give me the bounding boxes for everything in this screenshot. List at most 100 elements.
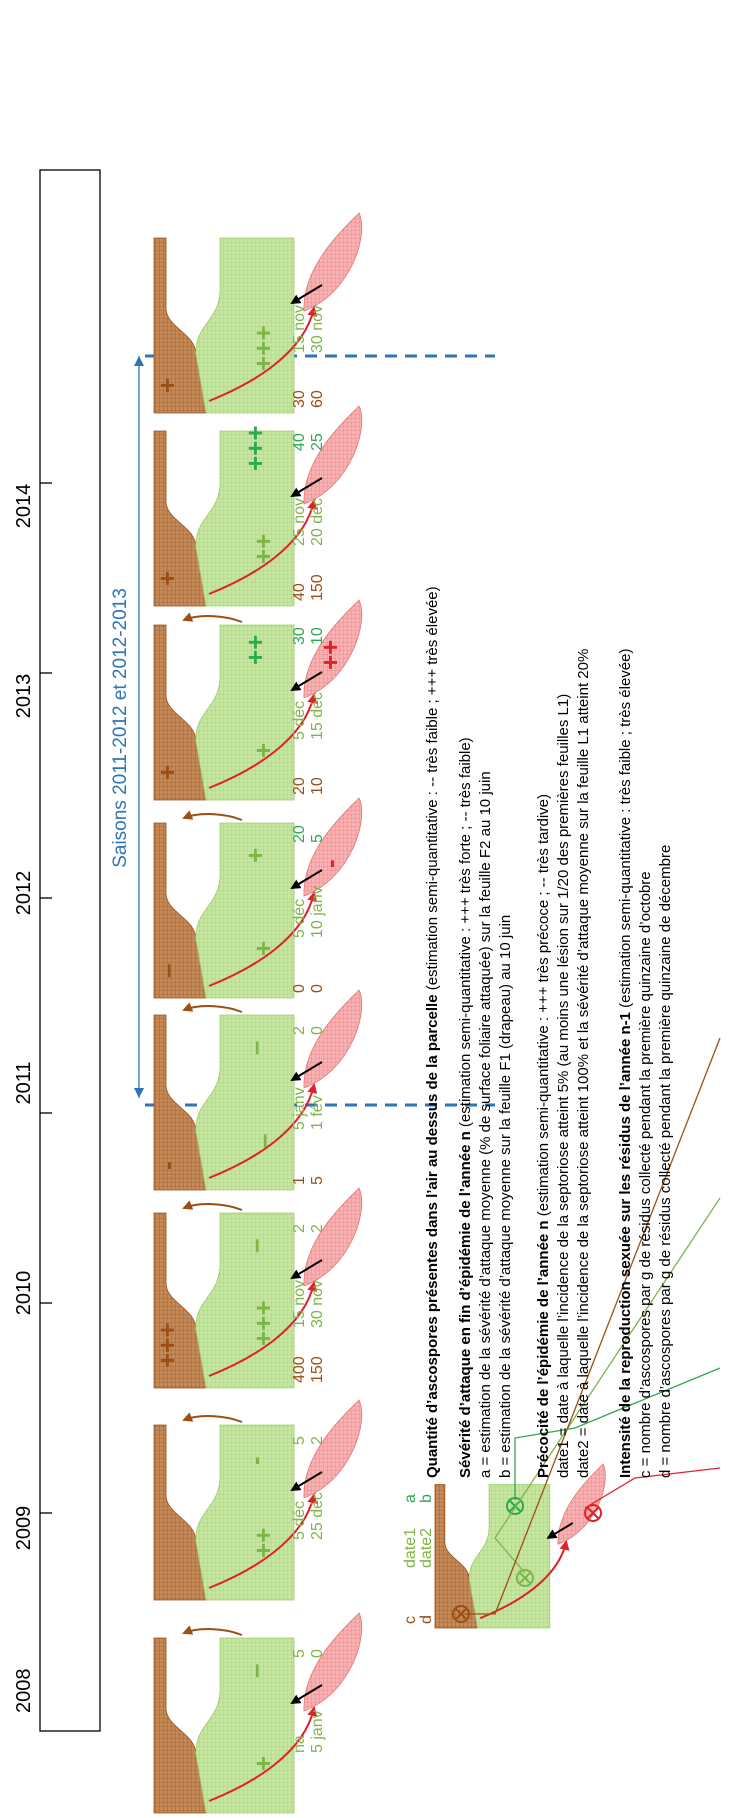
canopy-leaf <box>195 237 295 414</box>
value-d: 150 <box>309 1356 326 1383</box>
value-a: 5 <box>291 1649 308 1658</box>
schema-c: c <box>402 1616 419 1624</box>
value-c: 40 <box>291 583 308 601</box>
marker-icon <box>584 1504 602 1522</box>
legend-text: Quantité d’ascospores présentes dans l’a… <box>424 586 674 1478</box>
black-arrow <box>290 1061 323 1082</box>
black-arrow <box>290 477 323 498</box>
value-a: 40 <box>291 433 308 451</box>
ascospore-cloud <box>303 1612 363 1712</box>
red-arrow <box>208 1493 318 1589</box>
year-label: 2009 <box>13 1506 35 1551</box>
residue-symbol: - <box>152 1161 182 1170</box>
legend-connector <box>514 1367 721 1500</box>
legend-line: date2 = date à laquelle l’incidence de l… <box>575 649 592 1478</box>
value-d: 5 <box>309 1176 326 1185</box>
value-c: 30 <box>291 390 308 408</box>
precocity-symbol: + <box>248 941 278 956</box>
value-d: 10 <box>309 777 326 795</box>
residue-symbol: + <box>152 378 182 393</box>
brown-arrow <box>182 612 243 623</box>
legend-connector <box>584 1467 721 1509</box>
schema-date1: date1 <box>402 1528 419 1568</box>
legend-title-rest: (estimation semi-quantitative : -- très … <box>424 586 441 994</box>
value-a: 5 <box>291 1436 308 1445</box>
value-date1: na <box>291 1735 308 1753</box>
canopy-leaf <box>195 1424 295 1601</box>
black-arrow <box>290 284 323 305</box>
severity-symbol: ++ <box>240 635 270 665</box>
red-arrow <box>208 693 318 789</box>
value-b: 0 <box>309 1026 326 1035</box>
ascospore-cloud <box>303 1399 363 1499</box>
ascospore-cloud <box>303 405 363 505</box>
value-date1: 5 déc <box>291 1501 308 1540</box>
brown-arrow <box>182 1412 243 1423</box>
precocity-symbol: + <box>248 743 278 758</box>
value-date1: 5 déc <box>291 701 308 740</box>
value-c: 1 <box>291 1176 308 1185</box>
seasons-bracket: Saisons 2011-2012 et 2012-2013 <box>110 354 495 1107</box>
red-arrow <box>208 1281 318 1377</box>
red-arrow <box>208 499 318 595</box>
value-a: 2 <box>291 1224 308 1233</box>
precocity-symbol: + <box>248 1756 278 1771</box>
value-a: 30 <box>291 627 308 645</box>
value-date1: 5 déc <box>291 899 308 938</box>
schema-a: a <box>402 1494 419 1503</box>
year-label: 2013 <box>13 674 35 719</box>
ascospore-symbol: - <box>315 859 345 868</box>
residue-symbol: – <box>152 964 182 978</box>
legend-line: d = nombre d’ascospores par g de résidus… <box>657 845 674 1478</box>
brown-arrow <box>182 1625 243 1636</box>
value-b: 0 <box>309 1649 326 1658</box>
value-date1: 15 nov <box>291 305 308 353</box>
value-date2: 30 nov <box>309 1280 326 1328</box>
ascospore-cloud <box>303 989 363 1089</box>
ascospore-symbol: ++ <box>315 640 345 670</box>
legend-title: Quantité d’ascospores présentes dans l’a… <box>424 586 441 1478</box>
value-c: 0 <box>291 984 308 993</box>
year-label: 2012 <box>13 871 35 916</box>
brown-arrow <box>182 810 243 821</box>
legend-title-strong: Précocité de l’épidémie de l’année n <box>535 1220 552 1478</box>
value-c: 400 <box>291 1356 308 1383</box>
severity-symbol: - <box>240 1456 270 1465</box>
value-b: 25 <box>309 433 326 451</box>
residue-symbol: +++ <box>152 1322 182 1368</box>
brown-arrow <box>182 1200 243 1211</box>
value-date2: 20 déc <box>309 498 326 546</box>
year-label: 2011 <box>13 1061 35 1104</box>
residue-wedge <box>153 1424 207 1601</box>
year-label: 2014 <box>13 484 35 529</box>
legend-title-strong: Intensité de la reproduction sexuée sur … <box>617 1012 634 1478</box>
black-arrow <box>290 1471 323 1492</box>
legend-title: Précocité de l’épidémie de l’année n (es… <box>535 794 552 1478</box>
legend-title-rest: (estimation semi-quantitative : très fai… <box>617 649 634 1013</box>
schema-d: d <box>418 1615 435 1624</box>
year-label: 2010 <box>13 1271 35 1316</box>
value-date2: 5 janv <box>309 1710 326 1753</box>
legend-title-rest: (estimation semi-quantitative : +++ très… <box>457 737 474 1131</box>
red-arrow <box>479 1539 570 1620</box>
legend-title: Sévérité d’attaque en fin d’épidémie de … <box>457 737 474 1478</box>
residue-wedge <box>153 1637 207 1814</box>
value-date2: 15 déc <box>309 692 326 740</box>
value-date1: 25 nov <box>291 498 308 546</box>
legend-connector <box>465 1037 721 1615</box>
value-b: 2 <box>309 1436 326 1445</box>
black-arrow <box>290 671 323 692</box>
value-c: 20 <box>291 777 308 795</box>
value-date2: 30 nov <box>309 305 326 353</box>
